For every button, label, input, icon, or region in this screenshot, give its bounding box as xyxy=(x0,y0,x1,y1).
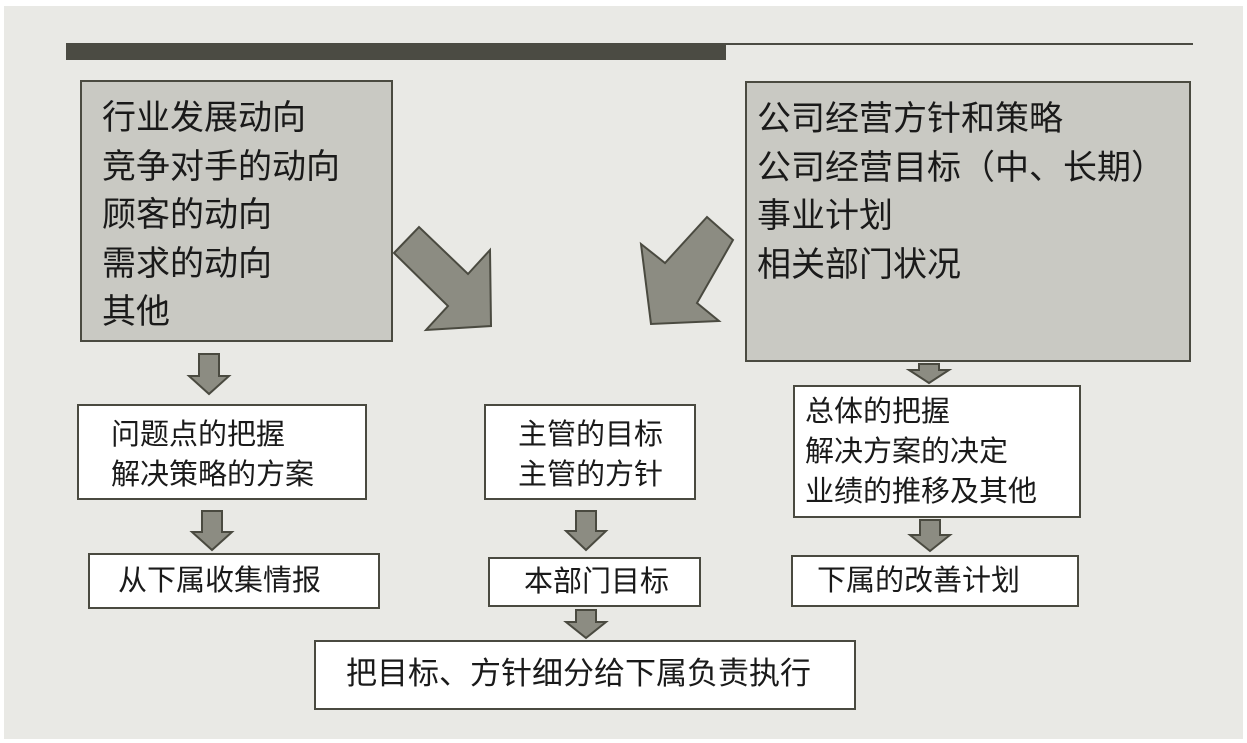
box-line: 解决策略的方案 xyxy=(111,457,315,491)
box-line: 主管的方针 xyxy=(518,457,664,491)
box-line: 总体的把握 xyxy=(805,394,951,428)
box-line: 顾客的动向 xyxy=(102,195,272,235)
box-line: 需求的动向 xyxy=(102,243,272,284)
box-line: 把目标、方针细分给下属负责执行 xyxy=(346,656,811,692)
box-industry-trends: 行业发展动向 竞争对手的动向 顾客的动向 需求的动向 其他 xyxy=(80,80,393,342)
box-line: 本部门目标 xyxy=(524,564,670,598)
box-line: 下属的改善计划 xyxy=(817,563,1021,597)
box-line: 相关部门状况 xyxy=(757,244,961,285)
box-line: 行业发展动向 xyxy=(102,98,306,138)
box-line: 业绩的推移及其他 xyxy=(805,474,1038,508)
box-line: 从下属收集情报 xyxy=(118,563,322,597)
box-line: 公司经营方针和策略 xyxy=(757,99,1063,139)
box-supervisor-goals: 主管的目标 主管的方针 xyxy=(484,404,696,500)
box-improvement-plan: 下属的改善计划 xyxy=(791,555,1079,607)
box-line: 解决方案的决定 xyxy=(805,434,1009,468)
box-department-goals: 本部门目标 xyxy=(488,557,701,607)
box-line: 问题点的把握 xyxy=(111,417,286,451)
box-line: 公司经营目标（中、长期） xyxy=(757,147,1165,188)
box-overall-grasp: 总体的把握 解决方案的决定 业绩的推移及其他 xyxy=(793,385,1081,518)
box-delegate-execution: 把目标、方针细分给下属负责执行 xyxy=(314,640,856,710)
header-bar xyxy=(66,43,726,60)
box-line: 其他 xyxy=(102,292,170,332)
box-problem-grasp: 问题点的把握 解决策略的方案 xyxy=(77,404,367,500)
box-company-policy: 公司经营方针和策略 公司经营目标（中、长期） 事业计划 相关部门状况 xyxy=(745,81,1191,362)
box-line: 事业计划 xyxy=(757,196,893,236)
box-line: 主管的目标 xyxy=(518,417,664,451)
box-collect-info: 从下属收集情报 xyxy=(88,553,380,609)
box-line: 竞争对手的动向 xyxy=(102,146,340,187)
header-rule xyxy=(726,43,1193,45)
